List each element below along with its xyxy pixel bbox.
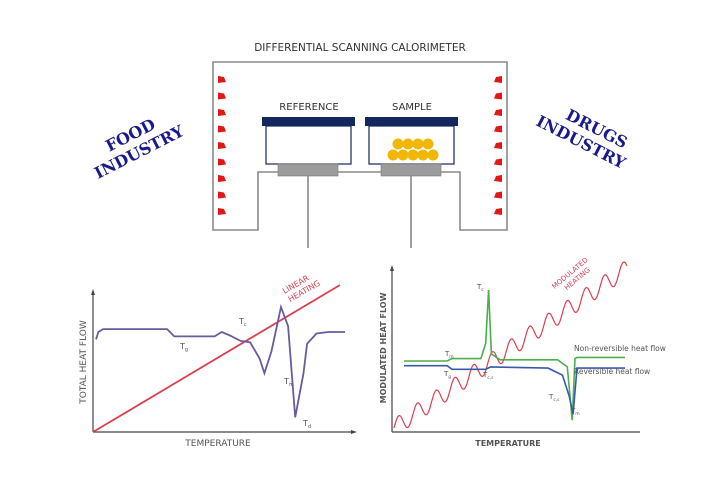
sample-granule [402, 138, 414, 150]
sample-granule [427, 149, 439, 161]
heater-element [494, 109, 502, 116]
y-axis-arrow [91, 289, 95, 295]
label-td: Td [302, 419, 311, 430]
legend-reversible: Reversible heat flow [574, 367, 650, 376]
heater-element [494, 175, 502, 182]
label-tg: Tg [179, 342, 188, 353]
sample-granule [397, 149, 409, 161]
sample-granule [412, 138, 424, 150]
legend-non-reversible: Non-reversible heat flow [574, 344, 666, 353]
heater-element [494, 158, 502, 166]
label-tcs: Tc,s [482, 371, 494, 381]
heater-element [494, 76, 502, 83]
heater-element [494, 92, 502, 100]
total-heat-flow-curve [95, 303, 345, 418]
heater-element [218, 208, 226, 215]
total-heat-flow-chart: TOTAL HEAT FLOW TEMPERATURE LINEAR HEATI… [79, 273, 357, 449]
label-tc-peak: Tc [476, 283, 484, 293]
sample-granule [407, 149, 419, 161]
modulated-heating-curve [393, 261, 628, 429]
heater-element [218, 158, 226, 166]
label-tg-r: Tg [443, 370, 451, 380]
y-axis-label: TOTAL HEAT FLOW [79, 320, 89, 405]
heater-element [494, 208, 502, 215]
sample-granule [392, 138, 404, 150]
label-tcs-2: Tc,s [548, 393, 560, 403]
y-axis-label: MODULATED HEAT FLOW [379, 292, 388, 403]
non-reversible-heat-flow-curve [404, 289, 625, 421]
reference-label: REFERENCE [279, 102, 338, 113]
modulated-heat-flow-chart: MODULATED HEAT FLOW TEMPERATURE MODULATE… [379, 256, 666, 448]
x-axis-label: TEMPERATURE [184, 439, 251, 449]
x-axis-label: TEMPERATURE [475, 439, 541, 448]
linear-heating-line [92, 284, 341, 433]
heater-element [218, 109, 226, 116]
heater-elements-left [218, 76, 226, 215]
sample-granules [387, 138, 439, 161]
x-axis-arrow [351, 430, 357, 434]
modulated-heating-annotation: MODULATED HEATING [551, 256, 592, 292]
sample-granule [387, 149, 399, 161]
label-tm-r: Tm [570, 407, 580, 417]
heater-element [494, 142, 502, 149]
food-industry-label: FOOD INDUSTRY [91, 115, 187, 183]
heater-element [218, 92, 226, 100]
heater-element [218, 142, 226, 149]
label-tc: Tc [238, 317, 247, 328]
heater-element [218, 175, 226, 182]
heater-elements-right [494, 76, 502, 215]
drugs-industry-label: DRUGS INDUSTRY [533, 105, 630, 173]
sample-pan [365, 117, 458, 248]
sample-granule [422, 138, 434, 150]
heater-element [218, 191, 226, 199]
heater-element [494, 191, 502, 199]
reversible-heat-flow-curve [404, 364, 625, 415]
sample-label: SAMPLE [392, 102, 432, 113]
calorimeter-outline [212, 61, 508, 231]
heater-element [218, 76, 226, 83]
y-axis-arrow [390, 265, 394, 271]
label-tm-nr: Tm [444, 350, 454, 360]
reference-pan [262, 117, 355, 248]
label-tm: Tm [283, 377, 294, 388]
sample-granule [417, 149, 429, 161]
heater-element [494, 125, 502, 133]
diagram-title: DIFFERENTIAL SCANNING CALORIMETER [254, 42, 466, 54]
heater-element [218, 125, 226, 133]
